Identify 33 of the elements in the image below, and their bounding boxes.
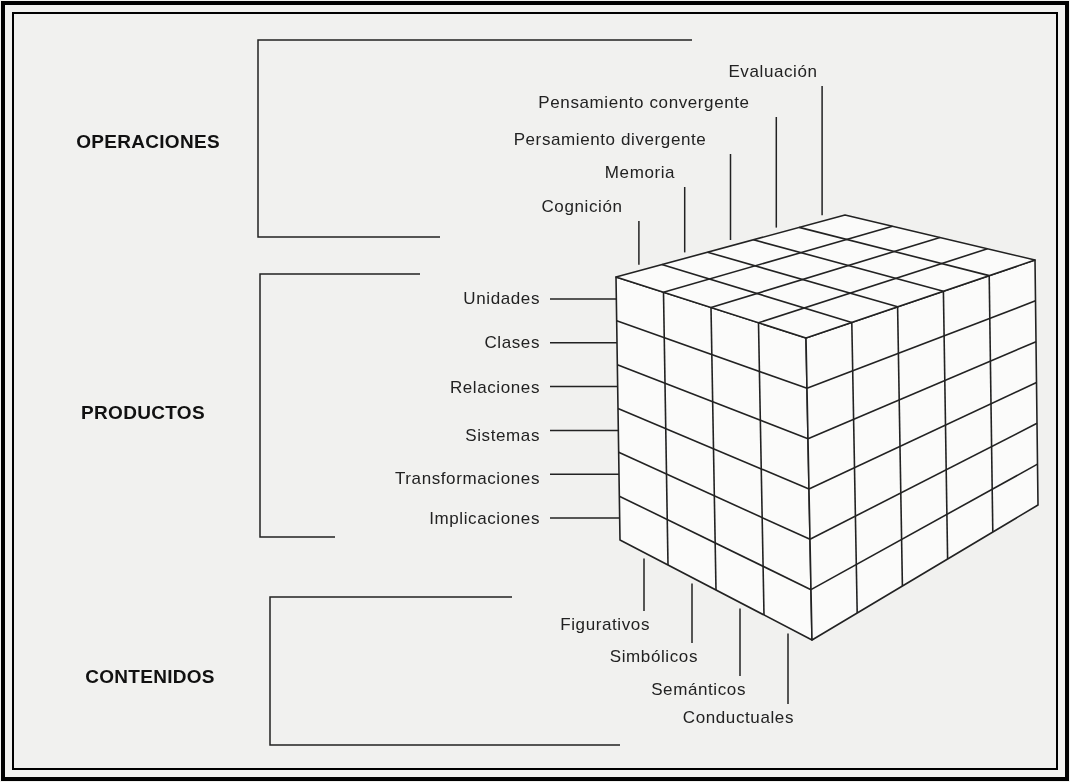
leader-line xyxy=(549,473,620,475)
leader-line xyxy=(549,517,621,519)
product-label: Clases xyxy=(484,333,540,353)
category-heading: OPERACIONES xyxy=(76,132,220,152)
leader-line xyxy=(638,220,640,266)
operation-label: Memoria xyxy=(604,163,676,183)
category-heading: PRODUCTOS xyxy=(81,403,205,423)
operation-label: Cognición xyxy=(541,197,623,217)
leader-line xyxy=(739,607,741,677)
operation-label: Evaluación xyxy=(728,62,818,82)
leader-line xyxy=(691,582,693,644)
leader-line xyxy=(683,186,686,254)
category-heading: CONTENIDOS xyxy=(85,667,215,687)
leader-line xyxy=(787,632,789,705)
product-label: Transformaciones xyxy=(394,469,540,489)
leader-line xyxy=(549,342,618,344)
leader-line xyxy=(549,385,619,388)
product-label: Unidades xyxy=(463,289,540,309)
content-label: Figurativos xyxy=(560,615,650,635)
leader-line xyxy=(821,85,823,216)
content-label: Semánticos xyxy=(651,680,746,700)
leader-line xyxy=(549,429,620,432)
operation-label: Persamiento divergente xyxy=(513,130,707,150)
content-label: Simbólicos xyxy=(609,647,698,667)
product-label: Implicaciones xyxy=(429,509,540,529)
content-label: Conductuales xyxy=(682,708,794,728)
operation-label: Pensamiento convergente xyxy=(538,93,750,113)
leader-line xyxy=(729,153,732,241)
leader-line xyxy=(643,557,645,612)
leader-line xyxy=(775,116,778,229)
product-label: Relaciones xyxy=(449,378,540,398)
product-label: Sistemas xyxy=(465,426,540,446)
leader-line xyxy=(549,298,618,300)
